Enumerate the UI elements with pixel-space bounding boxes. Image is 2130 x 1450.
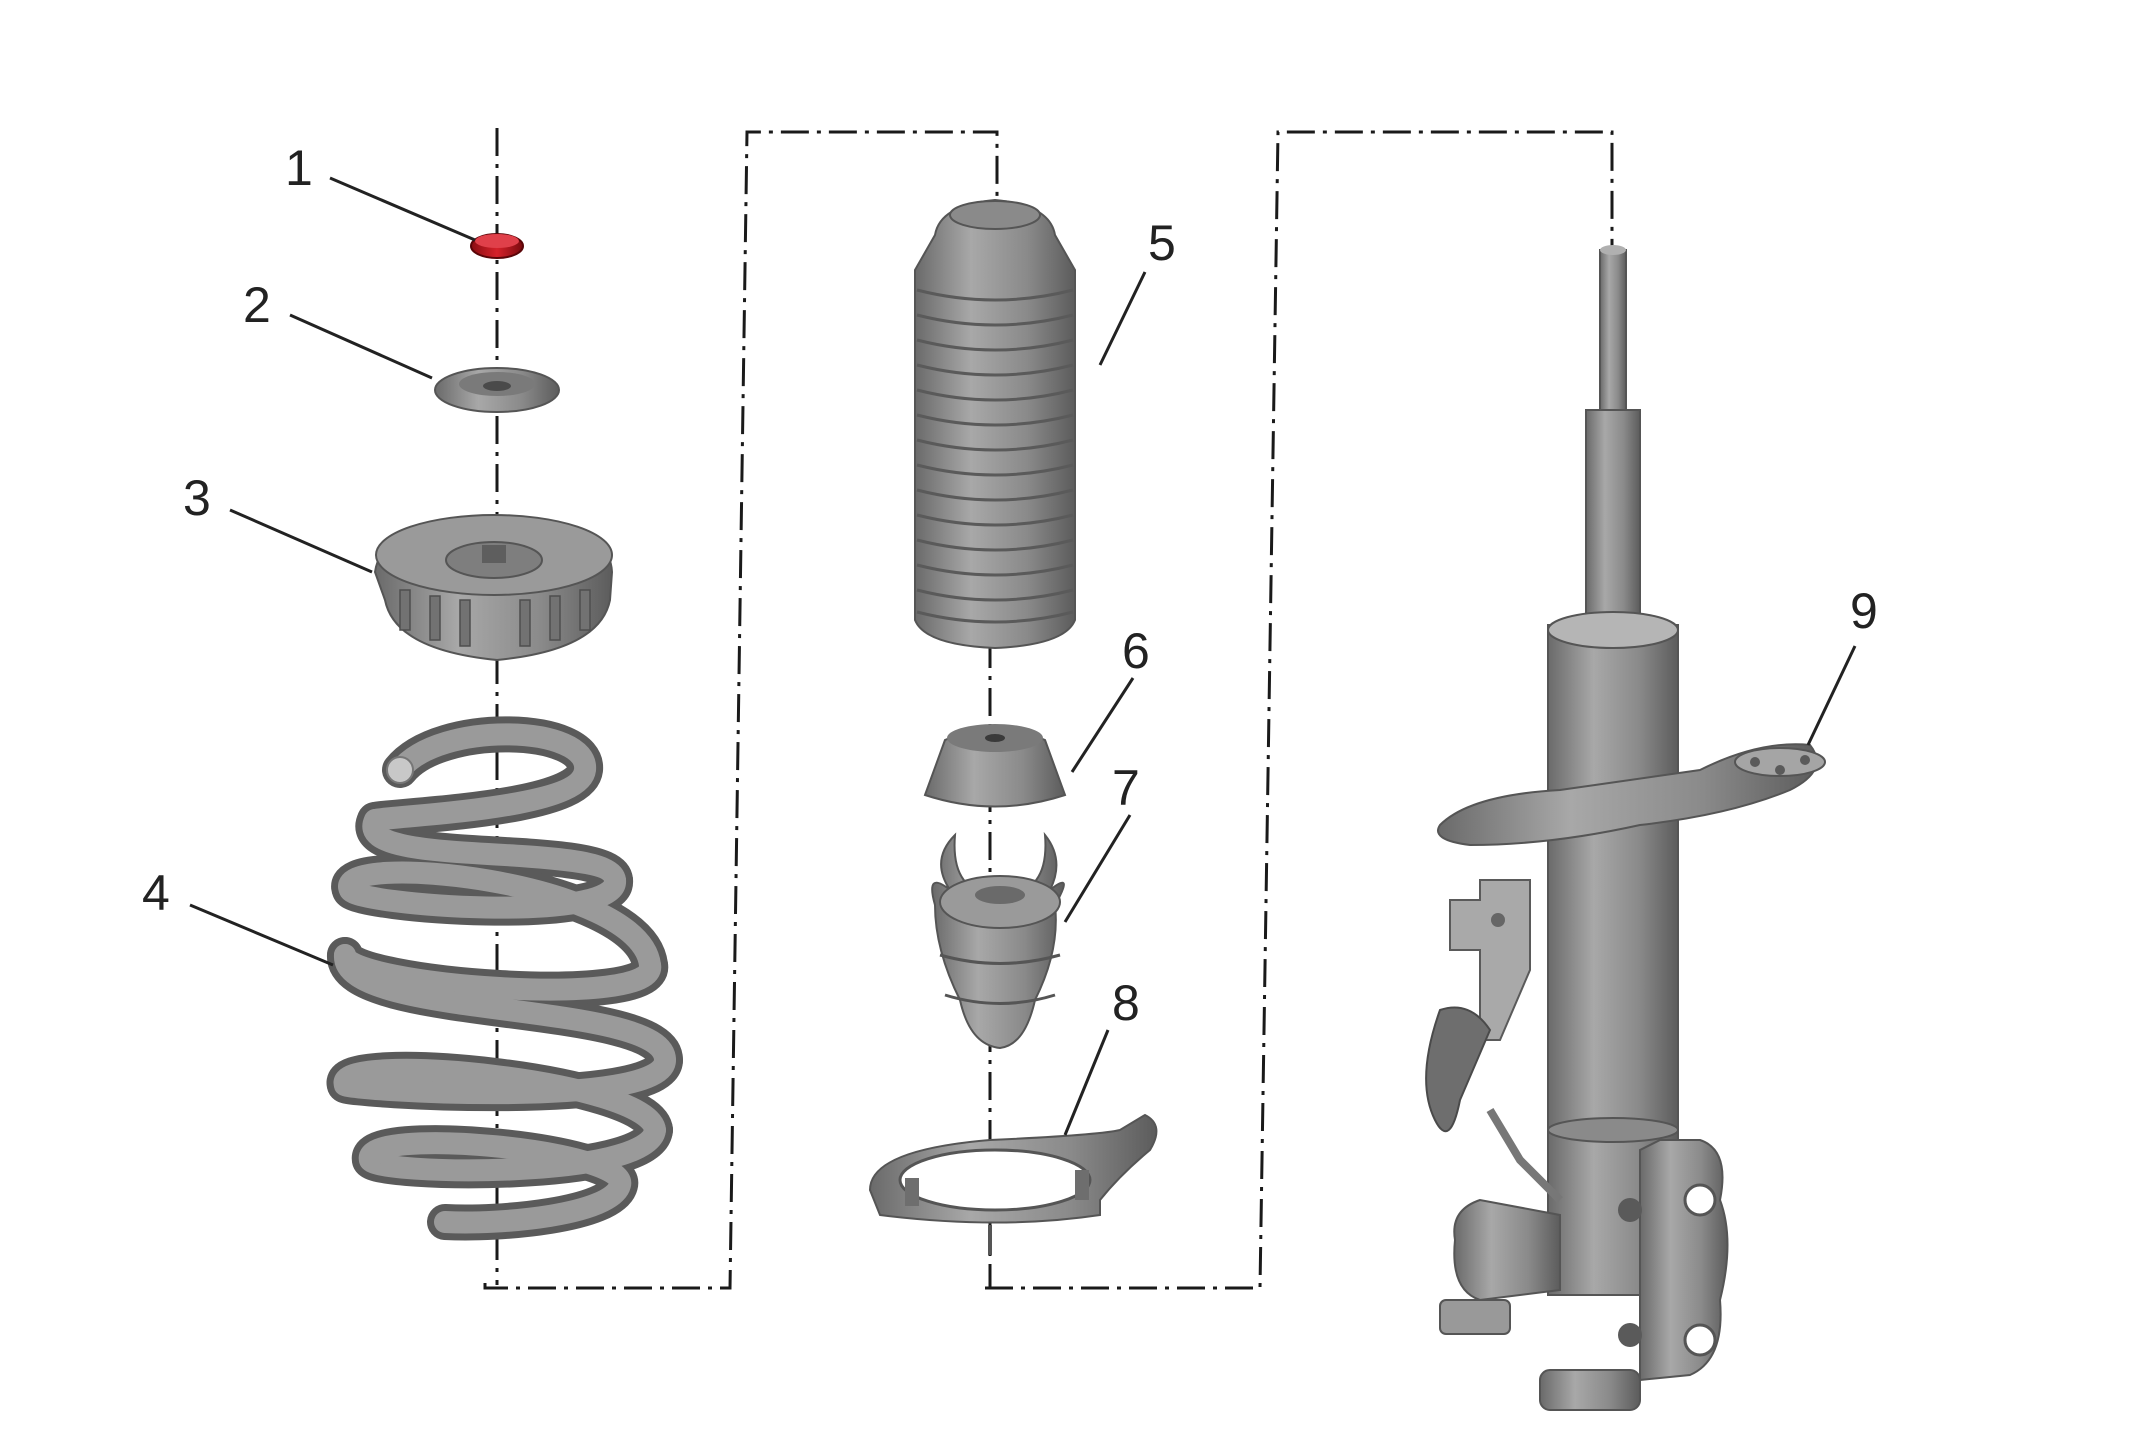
callout-6: 6 — [1122, 623, 1150, 679]
part-2-washer — [434, 367, 560, 413]
callout-labels: 1 2 3 4 5 6 7 8 9 — [142, 140, 1878, 1031]
part-8-spring-seat — [868, 1113, 1158, 1255]
callout-1: 1 — [285, 140, 313, 196]
callout-2: 2 — [243, 277, 271, 333]
part-7-bump-stop — [931, 831, 1065, 1050]
part-4-coil-spring — [326, 716, 683, 1241]
callout-4: 4 — [142, 865, 170, 921]
part-3-strut-mount — [373, 514, 614, 662]
callout-3: 3 — [183, 470, 211, 526]
callout-7: 7 — [1112, 760, 1140, 816]
part-1-nut — [470, 233, 524, 259]
part-9-strut-assembly — [1425, 245, 1826, 1411]
callout-9: 9 — [1850, 583, 1878, 639]
callout-8: 8 — [1112, 975, 1140, 1031]
part-5-dust-boot — [914, 198, 1076, 650]
callout-5: 5 — [1148, 215, 1176, 271]
leader-lines — [189, 176, 1857, 1136]
part-6-bump-stop-cap — [923, 724, 1067, 808]
